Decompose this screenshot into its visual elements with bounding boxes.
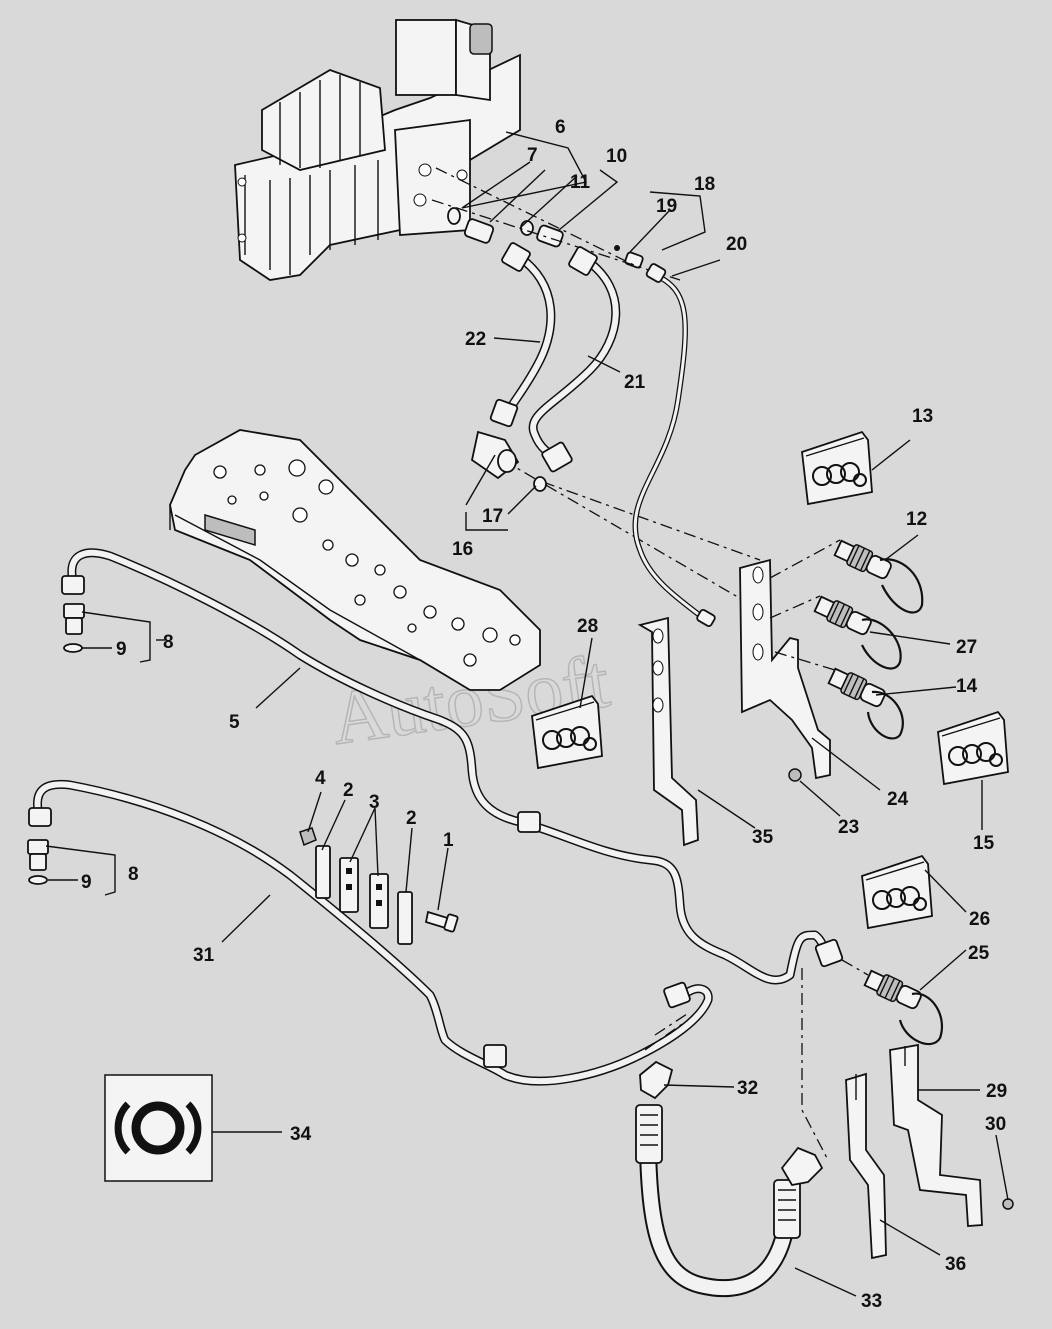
callout-12: 12 <box>906 509 927 530</box>
callout-3: 3 <box>369 792 380 813</box>
elbow-32 <box>639 1060 674 1100</box>
bracket-29 <box>889 1043 983 1227</box>
bracket-24 <box>739 558 831 780</box>
control-valve-assembly <box>234 18 521 281</box>
callout-6: 6 <box>555 117 566 138</box>
callout-24: 24 <box>887 789 909 810</box>
callout-2b: 2 <box>406 808 417 829</box>
callout-20: 20 <box>726 234 747 255</box>
clip-bracket-26 <box>861 855 933 929</box>
brake-circle-icon <box>114 1101 202 1155</box>
callout-16: 16 <box>452 539 473 560</box>
callout-18: 18 <box>694 174 715 195</box>
callout-32: 32 <box>737 1078 758 1099</box>
callout-10: 10 <box>606 146 627 167</box>
callout-30: 30 <box>985 1114 1006 1135</box>
callout-19: 19 <box>656 196 677 217</box>
callout-29: 29 <box>986 1081 1007 1102</box>
callout-7: 7 <box>527 145 538 166</box>
coupler-25 <box>862 967 925 1013</box>
callout-33: 33 <box>861 1291 882 1312</box>
callout-21: 21 <box>624 372 646 393</box>
callout-5: 5 <box>229 712 240 733</box>
callout-27: 27 <box>956 637 977 658</box>
pipe-31 <box>33 779 713 1086</box>
callout-9a: 9 <box>116 639 127 660</box>
callout-22: 22 <box>465 329 486 350</box>
clip-bracket-15 <box>937 711 1009 785</box>
callout-31: 31 <box>193 945 215 966</box>
coupler-14 <box>826 665 889 711</box>
clamp-hardware <box>299 827 459 945</box>
fittings-valve-outlets <box>447 207 644 269</box>
bracket-36 <box>845 1072 887 1260</box>
callout-26: 26 <box>969 909 990 930</box>
callout-15: 15 <box>973 833 995 854</box>
fitting-8-upper <box>63 603 85 653</box>
transmission-housing <box>169 429 541 691</box>
callout-2a: 2 <box>343 780 354 801</box>
callout-36: 36 <box>945 1254 966 1275</box>
callout-34: 34 <box>290 1124 312 1145</box>
fitting-8-lower <box>27 839 49 885</box>
coupler-27 <box>812 593 875 639</box>
callout-8a: 8 <box>163 632 174 653</box>
callout-11: 11 <box>570 172 591 193</box>
callout-labels: 1 2 2 3 4 5 6 7 8 8 9 9 10 11 12 13 14 1… <box>81 117 1007 1312</box>
callout-1: 1 <box>443 830 454 851</box>
callout-9b: 9 <box>81 872 92 893</box>
callout-28: 28 <box>577 616 598 637</box>
tube-20 <box>632 272 709 623</box>
callout-23: 23 <box>838 817 859 838</box>
clip-bracket-13 <box>801 431 873 505</box>
callout-13: 13 <box>912 406 933 427</box>
brake-symbol-box <box>104 1074 213 1182</box>
bracket-35 <box>637 616 699 847</box>
callout-8b: 8 <box>128 864 139 885</box>
callout-14: 14 <box>956 676 978 697</box>
callout-35: 35 <box>752 827 774 848</box>
callout-25: 25 <box>968 943 990 964</box>
leader-lines <box>45 131 1009 1297</box>
callout-17: 17 <box>482 506 503 527</box>
callout-4: 4 <box>315 768 326 789</box>
